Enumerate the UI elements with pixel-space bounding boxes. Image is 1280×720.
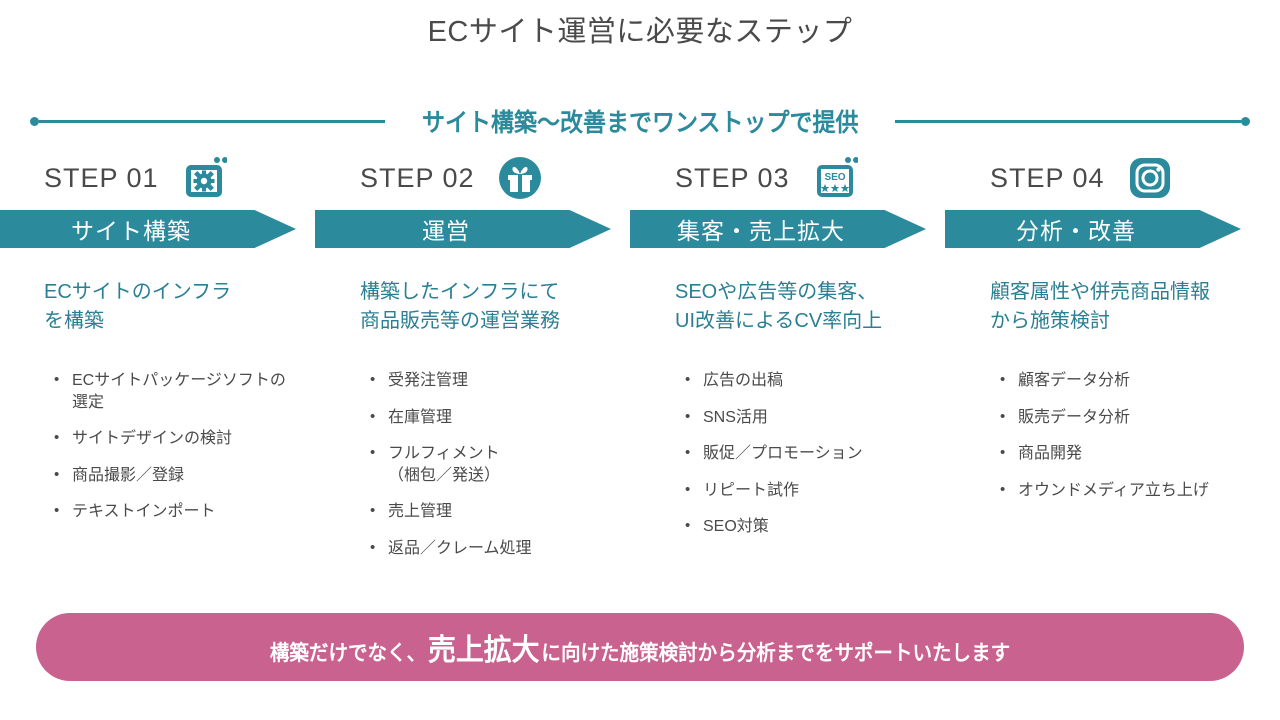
step-description-1: ECサイトのインフラ を構築 xyxy=(44,281,232,332)
step-banner-1: サイト構築 xyxy=(0,210,296,248)
instagram-icon xyxy=(1127,155,1173,201)
bottom-banner-tail: に向けた施策検討から分析までをサポートいたします xyxy=(541,642,1011,665)
step-header-1: STEP 01 xyxy=(44,150,315,206)
step-banner-4: 分析・改善 xyxy=(945,210,1241,248)
list-item: SNS活用 xyxy=(683,407,945,429)
step-banner-label-2: 運営 xyxy=(422,218,470,244)
step-label-2: STEP 02 xyxy=(360,162,475,193)
step-bullets-3: 広告の出稿 SNS活用 販促／プロモーション リピート試作 SEO対策 xyxy=(683,370,945,538)
step-bullets-4: 顧客データ分析 販売データ分析 商品開発 オウンドメディア立ち上げ xyxy=(998,370,1260,501)
step-banner-label-4: 分析・改善 xyxy=(1016,218,1136,244)
step-banner-3: 集客・売上拡大 xyxy=(630,210,926,248)
list-item: リピート試作 xyxy=(683,480,945,502)
steps-container: STEP 01 xyxy=(0,150,1280,576)
rule-dot-right xyxy=(1241,116,1251,126)
banner-arrow-shape-4 xyxy=(945,210,1241,248)
step-label-3: STEP 03 xyxy=(675,162,790,193)
rule-dot-left xyxy=(30,116,39,126)
step-description-3: SEOや広告等の集客、 UI改善によるCV率向上 xyxy=(675,281,883,332)
list-item: 売上管理 xyxy=(368,501,630,523)
list-item: フルフィメント （梱包／発送） xyxy=(368,443,630,486)
bottom-summary-banner: 構築だけでなく、売上拡大に向けた施策検討から分析までをサポートいたします xyxy=(36,613,1244,681)
step-banner-label-3: 集客・売上拡大 xyxy=(677,218,845,244)
list-item: 顧客データ分析 xyxy=(998,370,1260,392)
step-label-1: STEP 01 xyxy=(44,162,159,193)
list-item: オウンドメディア立ち上げ xyxy=(998,480,1260,502)
browser-gear-icon xyxy=(181,155,227,201)
list-item: 返品／クレーム処理 xyxy=(368,538,630,560)
step-column-1: STEP 01 xyxy=(0,150,315,576)
rule-line-right xyxy=(895,119,1242,123)
step-header-4: STEP 04 xyxy=(990,150,1260,206)
seo-icon: SEO xyxy=(812,155,858,201)
gift-icon xyxy=(497,155,543,201)
list-item: 商品開発 xyxy=(998,443,1260,465)
step-banner-2: 運営 xyxy=(315,210,611,248)
bottom-banner-emphasis: 売上拡大 xyxy=(427,634,540,667)
banner-arrow-shape-3 xyxy=(630,210,926,248)
banner-arrow-shape-1 xyxy=(0,210,296,248)
bottom-banner-lead: 構築だけでなく、 xyxy=(269,642,427,665)
seo-icon-text: SEO xyxy=(824,172,845,183)
step-header-3: STEP 03 SEO xyxy=(675,150,945,206)
banner-arrow-shape-2 xyxy=(315,210,611,248)
list-item: SEO対策 xyxy=(683,516,945,538)
list-item: 販促／プロモーション xyxy=(683,443,945,465)
list-item: 広告の出稿 xyxy=(683,370,945,392)
list-item: テキストインポート xyxy=(52,501,315,523)
rule-line-left xyxy=(39,119,385,123)
subtitle-banner: サイト構築〜改善までワンストップで提供 xyxy=(30,103,1251,139)
step-column-2: STEP 02 運営 構築したインフラにて 商品販売等の運営業務 受発注管理 在… xyxy=(315,150,630,576)
list-item: 商品撮影／登録 xyxy=(52,465,315,487)
subtitle-text: サイト構築〜改善までワンストップで提供 xyxy=(421,109,859,137)
step-column-4: STEP 04 分析・改善 顧客属性や併売商品情報 から施策検討 顧客データ分析… xyxy=(945,150,1260,576)
step-header-2: STEP 02 xyxy=(360,150,630,206)
list-item: 販売データ分析 xyxy=(998,407,1260,429)
step-label-4: STEP 04 xyxy=(990,162,1105,193)
step-description-4: 顧客属性や併売商品情報 から施策検討 xyxy=(990,281,1210,332)
list-item: 在庫管理 xyxy=(368,407,630,429)
list-item: ECサイトパッケージソフトの 選定 xyxy=(52,370,315,413)
list-item: サイトデザインの検討 xyxy=(52,428,315,450)
list-item: 受発注管理 xyxy=(368,370,630,392)
step-banner-label-1: サイト構築 xyxy=(71,218,191,244)
step-bullets-1: ECサイトパッケージソフトの 選定 サイトデザインの検討 商品撮影／登録 テキス… xyxy=(52,370,315,523)
page-title: ECサイト運営に必要なステップ xyxy=(427,16,853,48)
step-description-2: 構築したインフラにて 商品販売等の運営業務 xyxy=(360,281,560,332)
bottom-banner-text: 構築だけでなく、売上拡大に向けた施策検討から分析までをサポートいたします xyxy=(270,625,1010,669)
step-column-3: STEP 03 SEO 集客・売上拡大 S xyxy=(630,150,945,576)
step-bullets-2: 受発注管理 在庫管理 フルフィメント （梱包／発送） 売上管理 返品／クレーム処… xyxy=(368,370,630,560)
